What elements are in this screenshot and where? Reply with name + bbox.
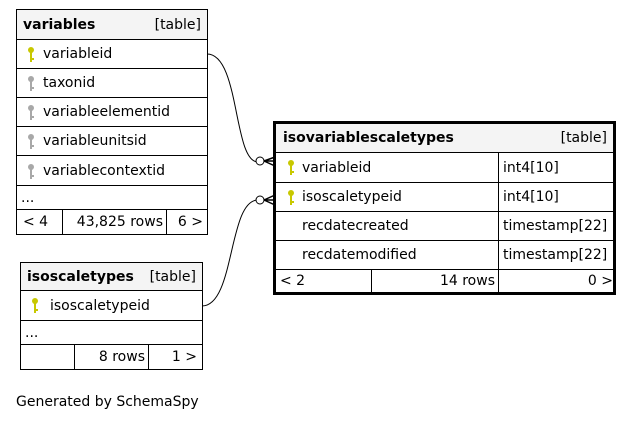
column-type: int4[10]: [503, 189, 559, 205]
divider: [498, 241, 499, 269]
table-footer: < 4 43,825 rows 6 >: [17, 210, 207, 234]
column-name: isoscaletypeid: [302, 189, 402, 205]
foreign-key-icon: [28, 76, 34, 91]
column-name: variablecontextid: [43, 162, 166, 179]
generator-caption: Generated by SchemaSpy: [16, 394, 199, 410]
column-row[interactable]: recdatecreated timestamp[22]: [276, 212, 613, 241]
more-columns-label: ...: [21, 189, 35, 206]
children-link[interactable]: 1 >: [171, 349, 197, 365]
table-footer: 8 rows 1 >: [21, 345, 202, 369]
table-kind-label: [table]: [560, 130, 607, 146]
foreign-key-icon: [28, 105, 34, 120]
more-columns-row[interactable]: ...: [17, 186, 207, 210]
column-name: recdatemodified: [302, 247, 417, 263]
primary-key-icon: [28, 47, 34, 62]
table-isovariablescaletypes[interactable]: isovariablescaletypes [table] variableid…: [273, 121, 616, 295]
primary-key-icon: [32, 298, 38, 313]
divider: [498, 212, 499, 240]
table-header[interactable]: isoscaletypes [table]: [21, 263, 202, 291]
column-name: isoscaletypeid: [50, 297, 150, 314]
children-link[interactable]: 6 >: [177, 214, 203, 230]
column-name: recdatecreated: [302, 218, 409, 234]
column-type: timestamp[22]: [503, 247, 608, 263]
relation-variables-to-isovariablescaletypes: [206, 53, 259, 163]
table-name: isoscaletypes: [27, 268, 134, 285]
divider: [498, 153, 499, 182]
column-name: variableid: [302, 159, 372, 176]
column-row[interactable]: isoscaletypeid: [21, 291, 202, 321]
more-columns-label: ...: [25, 324, 39, 341]
foreign-key-icon: [28, 164, 34, 179]
column-name: variableunitsid: [43, 133, 147, 149]
table-name: isovariablescaletypes: [283, 130, 454, 146]
row-count: 14 rows: [439, 273, 495, 289]
table-header[interactable]: isovariablescaletypes [table]: [276, 124, 613, 153]
primary-key-icon: [288, 190, 294, 205]
table-kind-label: [table]: [154, 16, 201, 33]
primary-key-icon: [288, 160, 294, 175]
column-row[interactable]: variableelementid: [17, 98, 207, 127]
row-count: 8 rows: [98, 349, 145, 365]
column-type: int4[10]: [503, 159, 559, 176]
divider: [498, 270, 499, 292]
relation-end-circle: [255, 156, 265, 166]
table-header[interactable]: variables [table]: [17, 10, 207, 40]
column-row[interactable]: variableunitsid: [17, 127, 207, 156]
column-row[interactable]: variableid int4[10]: [276, 153, 613, 183]
table-footer: < 2 14 rows 0 >: [276, 270, 613, 292]
divider: [498, 183, 499, 211]
table-kind-label: [table]: [149, 268, 196, 285]
divider: [62, 210, 63, 234]
divider: [74, 345, 75, 369]
divider: [166, 210, 167, 234]
table-variables[interactable]: variables [table] variableid taxonid var…: [16, 9, 208, 235]
relation-end-circle: [255, 195, 265, 205]
table-isoscaletypes[interactable]: isoscaletypes [table] isoscaletypeid ...…: [20, 262, 203, 370]
column-row[interactable]: recdatemodified timestamp[22]: [276, 241, 613, 270]
divider: [148, 345, 149, 369]
children-link[interactable]: 0 >: [587, 273, 613, 289]
parents-link[interactable]: < 4: [23, 214, 49, 230]
divider: [371, 270, 372, 292]
parents-link[interactable]: < 2: [280, 273, 306, 289]
foreign-key-icon: [28, 134, 34, 149]
column-row[interactable]: variableid: [17, 40, 207, 69]
relation-isoscaletypes-to-isovariablescaletypes: [201, 199, 259, 307]
column-row[interactable]: taxonid: [17, 69, 207, 98]
column-row[interactable]: variablecontextid: [17, 156, 207, 186]
column-name: variableid: [43, 46, 113, 62]
more-columns-row[interactable]: ...: [21, 321, 202, 345]
column-type: timestamp[22]: [503, 218, 608, 234]
column-name: taxonid: [43, 75, 96, 91]
table-name: variables: [23, 16, 96, 33]
column-name: variableelementid: [43, 104, 170, 120]
column-row[interactable]: isoscaletypeid int4[10]: [276, 183, 613, 212]
row-count: 43,825 rows: [76, 214, 163, 230]
